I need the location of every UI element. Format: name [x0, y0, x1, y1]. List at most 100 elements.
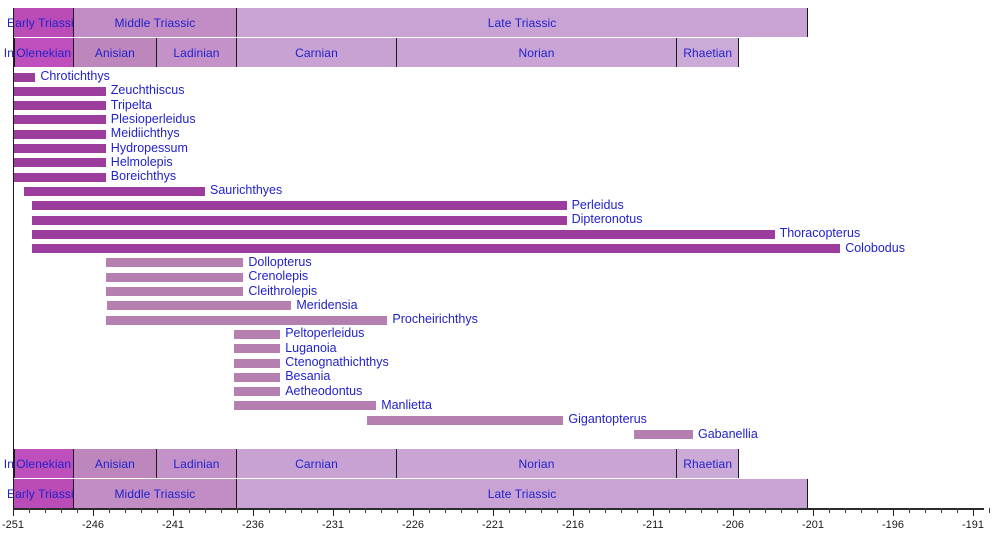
stage-cell-norian-top[interactable]: Norian	[397, 38, 677, 67]
taxon-label: Luganoia	[285, 340, 337, 355]
stage-label: Norian	[518, 456, 555, 471]
range-bar[interactable]	[13, 72, 36, 82]
axis-minor-tick	[877, 508, 878, 513]
stage-label: Ladinian	[173, 45, 220, 60]
stage-cell-ladinian-bottom[interactable]: Ladinian	[157, 449, 237, 478]
axis-tick-label: -196	[881, 519, 905, 531]
stage-label: Anisian	[94, 45, 135, 60]
axis-tick-label: -226	[401, 519, 425, 531]
range-bar[interactable]	[13, 129, 106, 139]
stage-band-top: Ind.OlenekianAnisianLadinianCarnianNoria…	[0, 38, 1000, 67]
range-bar[interactable]	[13, 158, 106, 168]
taxon-label: Besania	[285, 369, 331, 384]
epoch-cell-earlytriassic-bottom[interactable]: Early Triassic	[7, 479, 80, 508]
stage-cell-ladinian-top[interactable]: Ladinian	[157, 38, 237, 67]
stage-cell-olenekian-bottom[interactable]: Olenekian	[14, 449, 74, 478]
epoch-cell-latetriassic-bottom[interactable]: Late Triassic	[237, 479, 809, 508]
axis-major-tick	[173, 508, 174, 516]
epoch-label: Early Triassic	[7, 15, 80, 30]
axis-minor-tick	[61, 508, 62, 513]
axis-tick-label: -216	[561, 519, 585, 531]
stage-label: Norian	[518, 45, 555, 60]
epoch-cell-middletriassic-top[interactable]: Middle Triassic	[73, 8, 237, 37]
range-bar[interactable]	[233, 372, 281, 382]
stage-label: Ladinian	[173, 456, 220, 471]
epoch-cell-earlytriassic-top[interactable]: Early Triassic	[7, 8, 80, 37]
range-bar[interactable]	[105, 272, 244, 282]
taxon-label: Dipteronotus	[571, 212, 643, 226]
taxon-label: Saurichthyes	[210, 183, 283, 198]
axis-major-tick	[253, 508, 254, 516]
range-bar[interactable]	[233, 329, 281, 339]
axis-minor-tick	[429, 508, 430, 513]
stage-cell-olenekian-top[interactable]: Olenekian	[14, 38, 74, 67]
axis-minor-tick	[797, 508, 798, 513]
range-bar[interactable]	[233, 344, 281, 354]
axis-baseline	[13, 508, 985, 510]
stage-cell-carnian-bottom[interactable]: Carnian	[237, 449, 397, 478]
taxon-label: Gabanellia	[698, 426, 758, 441]
taxon-label: Peltoperleidus	[285, 326, 365, 341]
range-bar[interactable]	[13, 144, 106, 153]
range-bar[interactable]	[32, 229, 775, 239]
epoch-label: Late Triassic	[487, 15, 557, 30]
taxon-label: Hydropessum	[110, 140, 188, 155]
range-bar[interactable]	[32, 215, 567, 225]
axis-minor-tick	[477, 508, 478, 513]
time-axis: -251-246-241-236-231-226-221-216-211-206…	[0, 508, 1000, 555]
axis-minor-tick	[29, 508, 30, 513]
stage-cell-carnian-top[interactable]: Carnian	[237, 38, 397, 67]
axis-minor-tick	[525, 508, 526, 513]
axis-minor-tick	[157, 508, 158, 513]
axis-minor-tick	[509, 508, 510, 513]
range-bar[interactable]	[32, 244, 841, 254]
axis-major-tick	[893, 508, 894, 516]
axis-major-tick	[413, 508, 414, 516]
axis-minor-tick	[301, 508, 302, 513]
axis-minor-tick	[397, 508, 398, 513]
range-bar[interactable]	[633, 430, 693, 439]
range-bar[interactable]	[13, 115, 106, 125]
stage-band-bottom: Ind.OlenekianAnisianLadinianCarnianNoria…	[0, 449, 1000, 478]
axis-minor-tick	[237, 508, 238, 513]
range-bar[interactable]	[24, 186, 205, 196]
epoch-cell-middletriassic-bottom[interactable]: Middle Triassic	[73, 479, 237, 508]
axis-minor-tick	[829, 508, 830, 513]
range-bar[interactable]	[107, 301, 292, 311]
range-bar[interactable]	[233, 387, 281, 397]
stage-label: Carnian	[295, 456, 338, 471]
taxon-label: Aetheodontus	[285, 383, 363, 398]
stage-cell-anisian-bottom[interactable]: Anisian	[73, 449, 157, 478]
range-bar[interactable]	[366, 415, 564, 425]
range-bar[interactable]	[13, 101, 106, 111]
range-bar[interactable]	[32, 201, 567, 211]
axis-minor-tick	[925, 508, 926, 513]
taxon-label: Thoracopterus	[779, 226, 861, 241]
range-bar[interactable]	[233, 358, 281, 368]
axis-minor-tick	[45, 508, 46, 513]
range-bar[interactable]	[233, 401, 377, 411]
epoch-cell-latetriassic-top[interactable]: Late Triassic	[237, 8, 809, 37]
axis-minor-tick	[141, 508, 142, 513]
range-bar[interactable]	[13, 86, 106, 96]
epoch-label: Late Triassic	[487, 486, 557, 501]
stage-cell-rhaetian-top[interactable]: Rhaetian	[677, 38, 740, 67]
axis-tick-label: -231	[321, 519, 345, 531]
taxon-label: Chrotichthys	[40, 69, 110, 83]
range-bar[interactable]	[105, 315, 388, 325]
axis-major-tick	[13, 508, 14, 516]
axis-tick-label: -221	[481, 519, 505, 531]
axis-tick-label: -236	[241, 519, 265, 531]
stage-cell-anisian-top[interactable]: Anisian	[73, 38, 157, 67]
epoch-label: Middle Triassic	[114, 15, 196, 30]
stage-cell-norian-bottom[interactable]: Norian	[397, 449, 677, 478]
range-bar[interactable]	[105, 287, 244, 296]
range-bar[interactable]	[13, 172, 106, 182]
axis-minor-tick	[205, 508, 206, 513]
stage-cell-rhaetian-bottom[interactable]: Rhaetian	[677, 449, 740, 478]
axis-tick-label: -246	[81, 519, 105, 531]
range-bar[interactable]	[105, 258, 244, 268]
stage-label: Rhaetian	[683, 456, 733, 471]
axis-minor-tick	[269, 508, 270, 513]
